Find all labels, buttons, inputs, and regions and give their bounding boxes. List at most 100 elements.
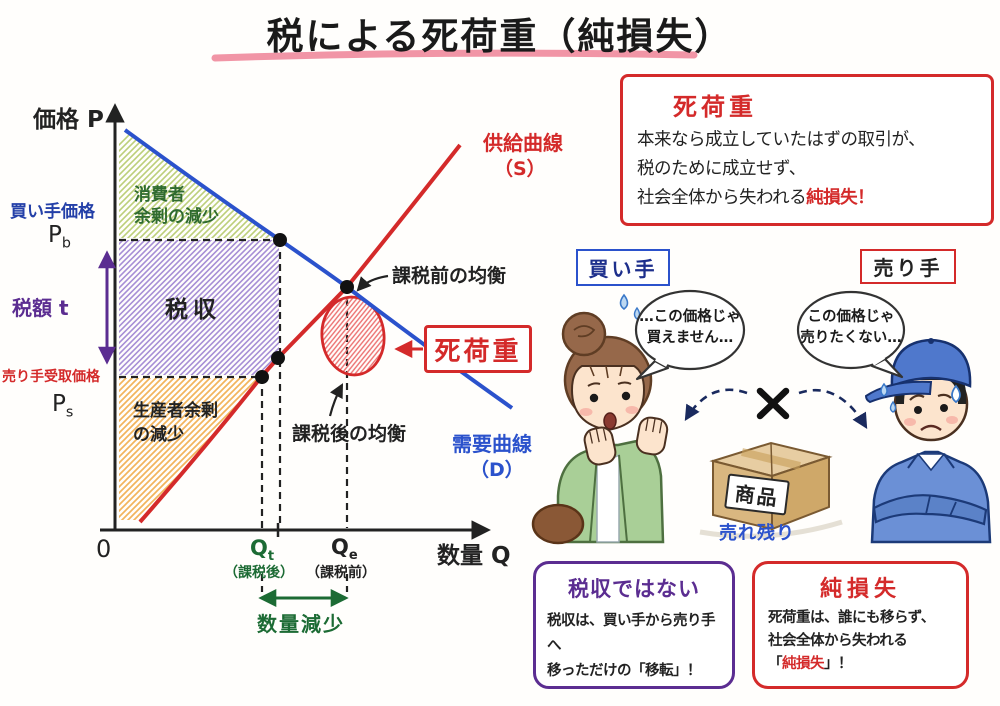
seller-bubble-line2: 売りたくない…	[800, 330, 902, 346]
title-underline	[211, 49, 698, 62]
qt-sub: t	[267, 549, 275, 565]
sweat-drop	[951, 384, 961, 404]
tax-amount-label: 税額 t	[12, 296, 69, 320]
sweat-drop	[880, 382, 888, 397]
qe-sub: e	[348, 548, 358, 564]
dwl-callout-box: 死荷重	[424, 325, 532, 373]
right-hand	[635, 416, 669, 456]
pre-tax-equilibrium-dot	[340, 280, 354, 294]
supply-curve	[138, 143, 462, 524]
equilibrium-dots	[255, 233, 354, 384]
cap-brim	[864, 380, 933, 404]
sweat-drop	[619, 293, 629, 310]
supply-curve-symbol: （S）	[494, 158, 546, 180]
unsold-caption: 売れ残り	[719, 523, 795, 544]
dwl-info-line3-black: 社会全体から失われる	[637, 188, 807, 208]
not-tax-revenue-box: 税収ではない 税収は、買い手から売り手へ 移っただけの「移転」！	[533, 561, 735, 689]
dwl-info-line1: 本来なら成立していたはずの取引が、	[637, 130, 926, 150]
seller-speech-bubble	[796, 290, 906, 379]
not-tax-revenue-body: 税収は、買い手から売り手へ 移っただけの「移転」！	[547, 609, 726, 684]
qt-label: Qt	[250, 536, 274, 564]
buyer-bubble-text: …この価格じゃ 買えません…	[636, 307, 744, 349]
origin-label: 0	[96, 535, 112, 563]
post-tax-annotation-arrow	[328, 383, 344, 417]
net-loss-line3-open: 「	[768, 656, 783, 672]
not-tax-revenue-line2: 移っただけの「移転」！	[547, 663, 702, 679]
demand-curve-symbol: （D）	[470, 459, 524, 481]
pb-main: P	[48, 222, 62, 248]
seller-tag: 売り手	[860, 249, 956, 284]
dwl-info-title: 死荷重	[673, 93, 757, 121]
product-label: 商品	[724, 473, 790, 516]
left-hand	[583, 426, 617, 466]
demand-curve-label: 需要曲線	[452, 432, 532, 456]
cap	[890, 338, 972, 388]
ps-sub: s	[65, 404, 74, 421]
quantity-decrease-label: 数量減少	[257, 612, 345, 636]
dwl-info-line3: 社会全体から失われる純損失！	[637, 184, 981, 213]
seller-bubble-text: この価格じゃ 売りたくない…	[798, 307, 904, 349]
pb-sub: b	[61, 235, 71, 252]
net-loss-title: 純損失	[819, 577, 901, 602]
producer-surplus-line1: 生産者余剰	[133, 401, 218, 421]
pre-tax-annotation-arrow	[356, 274, 389, 292]
buyer-speech-bubble	[634, 289, 746, 381]
tax-revenue-label: 税収	[165, 297, 221, 323]
qt-note: （課税後）	[224, 565, 294, 581]
dwl-info-body: 本来なら成立していたはずの取引が、 税のために成立せず、 社会全体から失われる純…	[637, 126, 981, 213]
net-loss-line3-close: 」！	[824, 656, 853, 672]
qe-main: Q	[331, 535, 349, 559]
tax-revenue-area	[119, 240, 279, 375]
dashed-arrow-to-seller	[798, 388, 868, 430]
post-tax-equilibrium-label: 課税後の均衡	[292, 423, 407, 445]
producer-surplus-label: 生産者余剰 の減少	[133, 399, 218, 447]
dwl-info-box: 死荷重 本来なら成立していたはずの取引が、 税のために成立せず、 社会全体から失…	[620, 74, 994, 226]
dwl-info-line2: 税のために成立せず、	[637, 159, 806, 179]
supply-curve-label: 供給曲線	[483, 131, 563, 155]
crossed-arms	[872, 494, 988, 526]
not-tax-revenue-line1: 税収は、買い手から売り手へ	[547, 613, 716, 654]
buyer-price-label: 買い手価格	[10, 202, 95, 222]
hair-bun	[561, 311, 607, 357]
page-title: 税による死荷重（純損失）	[266, 15, 734, 58]
ps-main: P	[52, 391, 66, 417]
producer-surplus-area	[119, 378, 261, 520]
seller-illustration	[864, 338, 992, 544]
qt-main: Q	[250, 536, 268, 560]
open-mouth	[603, 412, 617, 430]
deadweight-loss-ellipse	[320, 295, 386, 377]
sweat-drop	[889, 400, 897, 413]
buyer-bubble-line1: …この価格じゃ	[639, 309, 741, 325]
net-loss-line1: 死荷重は、誰にも移らず、	[768, 610, 935, 626]
net-loss-line3-red: 純損失	[782, 656, 825, 672]
price-axis-label: 価格 P	[33, 107, 104, 133]
qe-note: （課税前）	[306, 565, 376, 581]
not-tax-revenue-title: 税収ではない	[568, 577, 700, 601]
frown-mouth	[920, 424, 942, 432]
dwl-info-line3-red: 純損失！	[806, 188, 875, 208]
buyer-tag: 買い手	[576, 249, 670, 286]
post-tax-supply-dot	[271, 351, 285, 365]
dashed-arrow-to-buyer	[684, 388, 748, 421]
seller-bubble-line1: この価格じゃ	[807, 309, 895, 325]
seller-price-dot	[255, 370, 269, 384]
buyer-bubble-line2: 買えません…	[646, 330, 734, 346]
buyer-illustration	[531, 293, 669, 545]
consumer-surplus-line2: 余剰の減少	[134, 207, 219, 227]
consumer-surplus-label: 消費者 余剰の減少	[134, 184, 219, 228]
producer-surplus-line2: の減少	[133, 425, 184, 445]
ps-label: Ps	[52, 391, 73, 421]
consumer-surplus-line1: 消費者	[134, 185, 185, 205]
seller-price-label: 売り手受取価格	[2, 369, 100, 385]
net-loss-body: 死荷重は、誰にも移らず、 社会全体から失われる 「純損失」！	[768, 607, 960, 676]
net-loss-line2: 社会全体から失われる	[768, 633, 908, 649]
qe-label: Qe	[331, 535, 358, 563]
shoulder-bag	[531, 503, 585, 545]
buyer-price-dot	[273, 233, 287, 247]
net-loss-box: 純損失 死荷重は、誰にも移らず、 社会全体から失われる 「純損失」！	[752, 561, 969, 689]
net-loss-line3: 「純損失」！	[768, 653, 960, 676]
quantity-axis-label: 数量 Q	[437, 543, 511, 569]
pre-tax-equilibrium-label: 課税前の均衡	[392, 265, 507, 287]
